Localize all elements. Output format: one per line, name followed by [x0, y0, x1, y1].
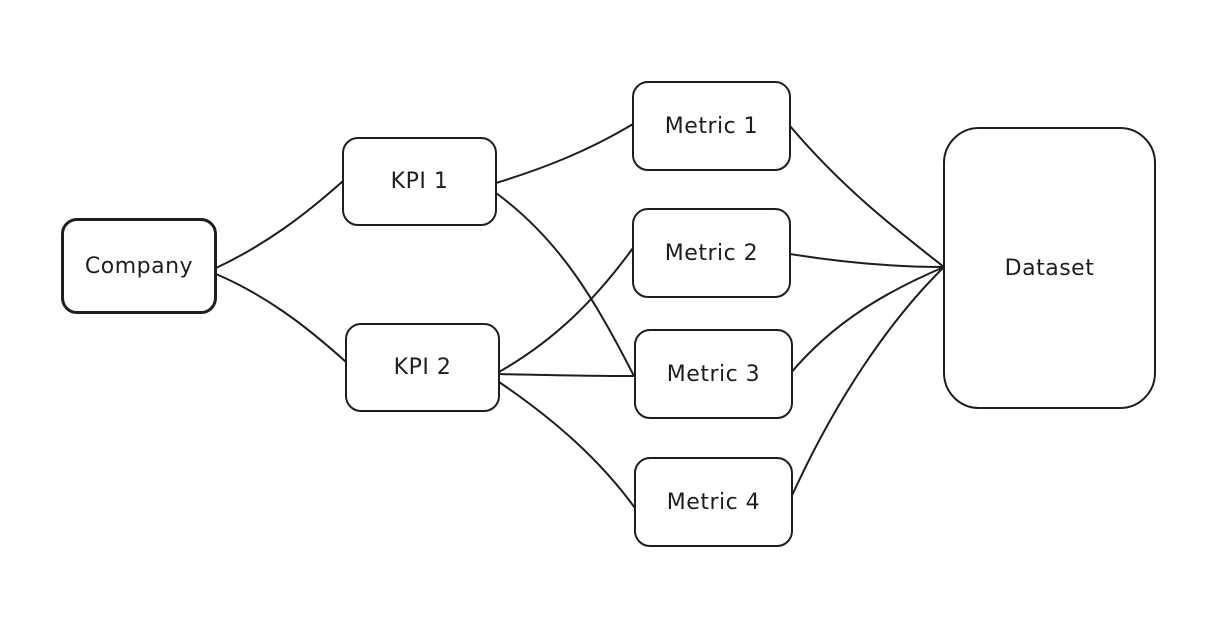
edge-kpi-2-metric-4 [498, 381, 636, 509]
metric-4-label: Metric 4 [666, 489, 761, 515]
edge-kpi-1-metric-1 [495, 123, 634, 184]
edge-metric-1-dataset [789, 125, 945, 268]
company-node[interactable]: Company [61, 218, 217, 314]
edge-kpi-2-metric-3 [498, 373, 635, 377]
kpi-2-node[interactable]: KPI 2 [345, 323, 500, 412]
kpi-2-label: KPI 2 [393, 355, 452, 380]
kpi-1-node[interactable]: KPI 1 [342, 137, 497, 226]
edge-company-kpi-1 [215, 180, 344, 269]
kpi-1-label: KPI 1 [390, 169, 449, 194]
metric-2-label: Metric 2 [664, 240, 759, 266]
metric-1-label: Metric 1 [664, 113, 759, 139]
metric-3-label: Metric 3 [666, 361, 761, 387]
edge-kpi-2-metric-2 [498, 247, 634, 373]
dataset-label: Dataset [1004, 255, 1095, 281]
edge-metric-4-dataset [789, 266, 945, 501]
company-label: Company [84, 253, 194, 279]
edge-kpi-1-metric-3 [495, 192, 635, 377]
metric-4-node[interactable]: Metric 4 [634, 457, 793, 547]
metric-2-node[interactable]: Metric 2 [632, 208, 791, 298]
edge-metric-3-dataset [789, 266, 945, 375]
edge-company-kpi-2 [215, 273, 347, 363]
metric-3-node[interactable]: Metric 3 [634, 329, 793, 419]
metric-1-node[interactable]: Metric 1 [632, 81, 791, 171]
dataset-node[interactable]: Dataset [943, 127, 1156, 409]
edge-metric-2-dataset [789, 253, 945, 268]
